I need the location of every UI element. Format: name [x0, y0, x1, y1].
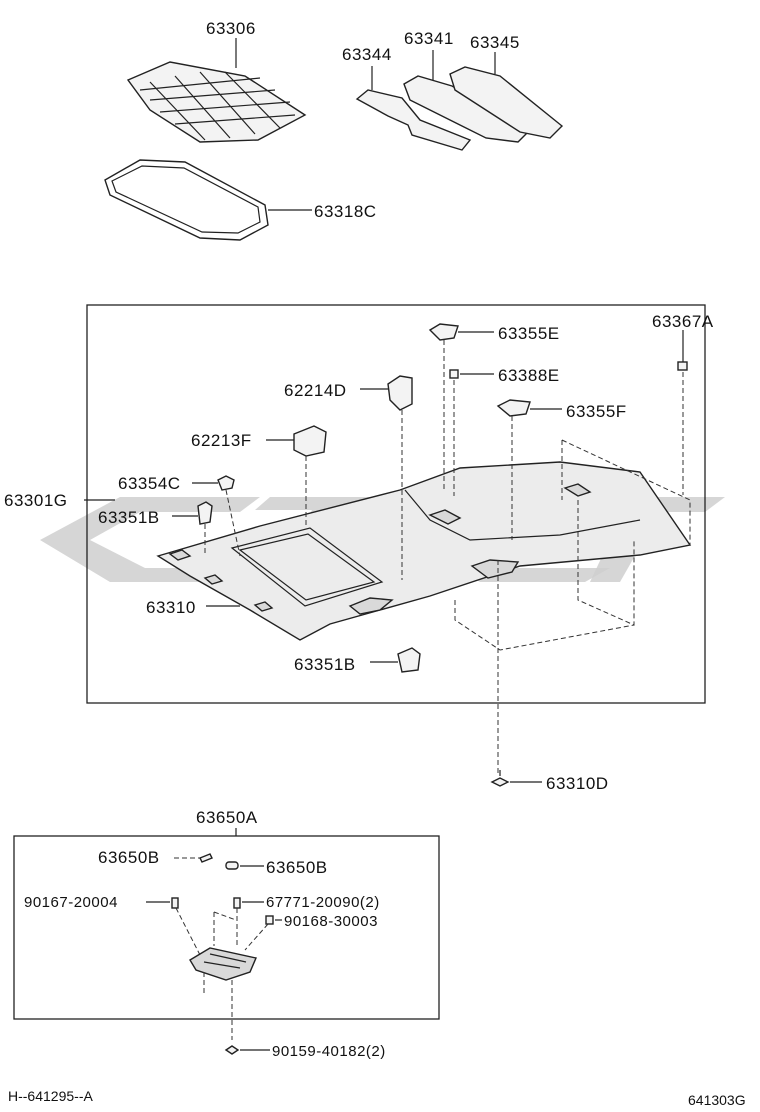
bulb-63650B-right-part: [225, 861, 264, 870]
headlining-part: [156, 461, 692, 641]
label-63650B-right: 63650B: [266, 858, 328, 877]
label-63354C: 63354C: [118, 474, 181, 493]
projection-lines: [454, 439, 691, 775]
label-90168-30003: 90168-30003: [284, 913, 378, 930]
roof-pads-part: [355, 50, 564, 151]
label-63355F: 63355F: [566, 402, 627, 421]
label-63310D: 63310D: [546, 774, 609, 793]
screw-90159-part: [224, 1045, 270, 1055]
label-63388E: 63388E: [498, 366, 560, 385]
label-63301G: 63301G: [4, 491, 68, 510]
label-63306: 63306: [206, 19, 256, 38]
clip-63355E-part: [428, 323, 494, 490]
label-63367A: 63367A: [652, 312, 714, 331]
seal-ring-part: [104, 159, 312, 241]
headlining-group-box: [86, 304, 706, 704]
label-63351B-lower: 63351B: [294, 655, 356, 674]
label-67771-20090: 67771-20090(2): [266, 894, 380, 911]
footer-left-code: H--641295--A: [8, 1088, 93, 1104]
label-90167-20004: 90167-20004: [24, 894, 118, 911]
label-62213F: 62213F: [191, 431, 252, 450]
label-63351B-upper: 63351B: [98, 508, 160, 527]
screw-90167-part: [146, 897, 201, 956]
clip-63367A-part: [677, 330, 688, 495]
sunshade-frame-part: [126, 38, 307, 143]
label-63341: 63341: [404, 29, 454, 48]
label-63310: 63310: [146, 598, 196, 617]
label-62214D: 62214D: [284, 381, 347, 400]
label-63355E: 63355E: [498, 324, 560, 343]
clip-63354C-part: [192, 475, 241, 557]
bulb-63650B-left-part: [174, 853, 213, 863]
label-63650A: 63650A: [196, 808, 258, 827]
label-63318C: 63318C: [314, 202, 377, 221]
clip-62213F-part: [266, 425, 327, 526]
clip-62214D-part: [360, 375, 413, 580]
clip-63351B-lower-part: [370, 647, 421, 673]
label-63650B-left: 63650B: [98, 848, 160, 867]
room-lamp-part: [189, 911, 257, 1040]
label-63345: 63345: [470, 33, 520, 52]
screw-67771-part: [233, 897, 264, 946]
clip-63351B-upper-part: [172, 501, 213, 556]
screw-63310D-part: [490, 770, 542, 787]
label-63344: 63344: [342, 45, 392, 64]
label-90159-40182: 90159-40182(2): [272, 1043, 386, 1060]
clip-63355F-part: [496, 399, 562, 540]
footer-right-code: 641303G: [688, 1092, 746, 1108]
screw-90168-part: [244, 915, 282, 951]
clip-63388E-part: [449, 369, 494, 496]
lamp-group-box: [13, 835, 440, 1020]
